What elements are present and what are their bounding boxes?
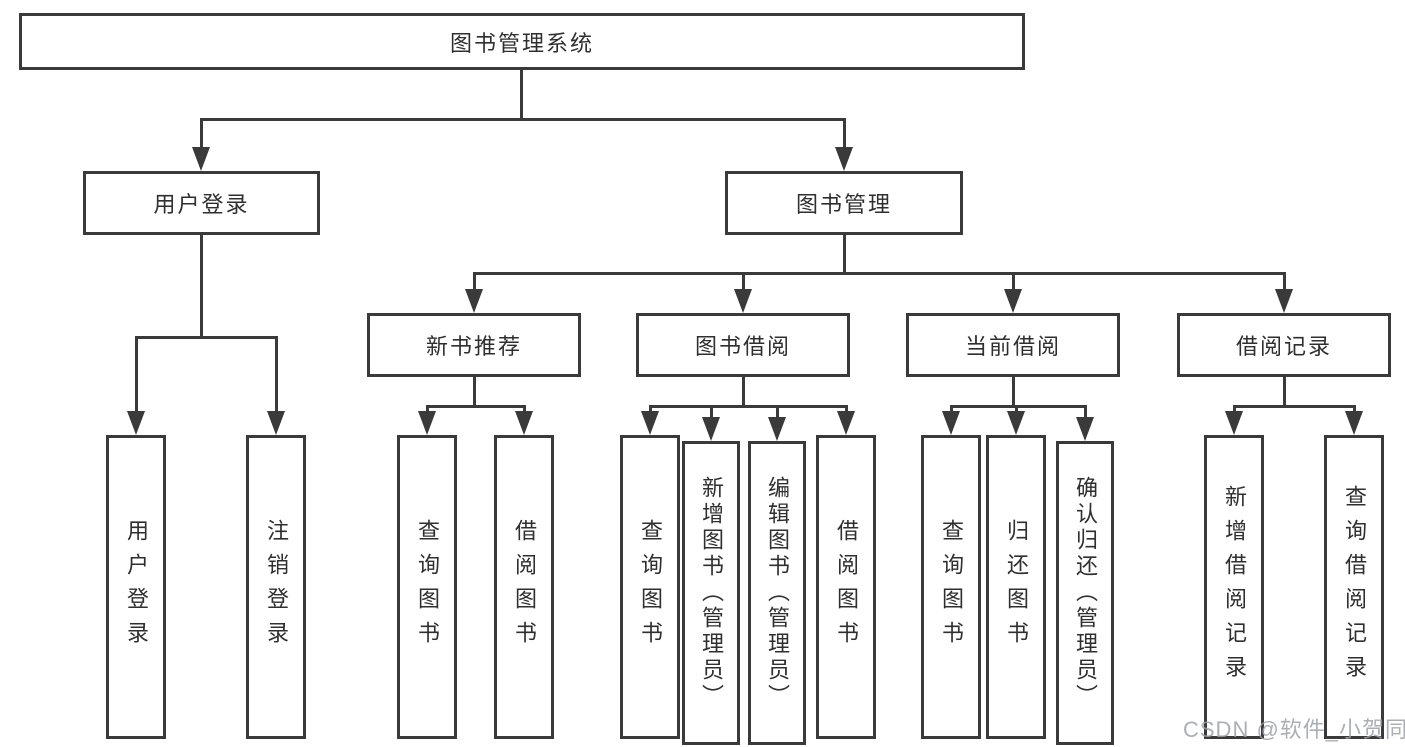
connector-level3-bar [473, 272, 1286, 275]
connector-new-books-bar [426, 405, 526, 408]
node-borrowing-records: 借阅记录 [1177, 313, 1391, 377]
arrowhead [465, 289, 483, 313]
connector-drop-leaf [523, 405, 526, 414]
connector-drop-current [1012, 272, 1015, 292]
node-library-management-system: 图书管理系统 [19, 13, 1025, 70]
arrowhead [515, 411, 533, 435]
connector-user-login-stem [200, 235, 203, 339]
arrowhead [1007, 411, 1025, 435]
connector-drop-leaf [426, 405, 429, 414]
connector-drop-leaf [710, 405, 713, 420]
node-user-login: 用户登录 [83, 171, 320, 235]
leaf-return-book: 归还图书 [986, 435, 1046, 739]
connector-drop-leaf [1084, 405, 1087, 420]
arrowhead [768, 417, 786, 441]
leaf-add-book-admin: 新增图书（管理员） [682, 441, 740, 745]
connector-records-bar [1233, 405, 1356, 408]
connector-book-mgmt-stem [843, 235, 846, 275]
connector-drop-leaf [1233, 405, 1236, 414]
connector-drop-book-mgmt [843, 118, 846, 151]
node-new-book-recommendation: 新书推荐 [367, 313, 581, 377]
connector-drop-leaf [1015, 405, 1018, 414]
arrowhead [641, 411, 659, 435]
connector-drop-user-login [200, 118, 203, 151]
arrowhead [1004, 289, 1022, 313]
connector-book-borrow-stem [742, 377, 745, 408]
arrowhead [1225, 411, 1243, 435]
connector-user-login-bar [135, 336, 278, 339]
connector-current-stem [1012, 377, 1015, 408]
csdn-watermark: CSDN @软件_小贺同学 [1183, 717, 1405, 742]
connector-drop-leaf [950, 405, 953, 414]
node-book-borrowing: 图书借阅 [636, 313, 850, 377]
node-book-management: 图书管理 [725, 171, 963, 235]
connector-drop-leaf-logout [275, 336, 278, 414]
arrowhead [835, 147, 853, 171]
leaf-add-borrow-record: 新增借阅记录 [1204, 435, 1264, 739]
arrowhead [418, 411, 436, 435]
connector-drop-leaf [845, 405, 848, 414]
leaf-borrow-books-recommend: 借阅图书 [494, 435, 554, 739]
connector-drop-records [1283, 272, 1286, 292]
connector-book-borrow-bar [649, 405, 848, 408]
node-current-borrowing: 当前借阅 [906, 313, 1120, 377]
arrowhead [192, 147, 210, 171]
arrowhead [942, 411, 960, 435]
connector-drop-new-books [473, 272, 476, 292]
arrowhead [267, 411, 285, 435]
leaf-borrow-books-borrowing: 借阅图书 [816, 435, 876, 739]
leaf-query-borrow-record: 查询借阅记录 [1324, 435, 1384, 739]
arrowhead [734, 289, 752, 313]
connector-new-books-stem [473, 377, 476, 408]
connector-level1-bar [200, 118, 846, 121]
connector-drop-leaf [649, 405, 652, 414]
leaf-query-books-current: 查询图书 [921, 435, 981, 739]
connector-root-stem [520, 70, 523, 121]
arrowhead [702, 417, 720, 441]
connector-drop-leaf [776, 405, 779, 420]
arrowhead [127, 411, 145, 435]
leaf-user-login: 用户登录 [106, 435, 166, 739]
leaf-confirm-return-admin: 确认归还（管理员） [1056, 441, 1114, 745]
connector-records-stem [1283, 377, 1286, 408]
leaf-query-books-recommend: 查询图书 [397, 435, 457, 739]
connector-drop-book-borrow [742, 272, 745, 292]
leaf-logout: 注销登录 [246, 435, 306, 739]
connector-current-bar [950, 405, 1087, 408]
connector-drop-leaf-login [135, 336, 138, 414]
leaf-edit-book-admin: 编辑图书（管理员） [748, 441, 806, 745]
connector-drop-leaf [1353, 405, 1356, 414]
arrowhead [1076, 417, 1094, 441]
arrowhead [1345, 411, 1363, 435]
leaf-query-books-borrowing: 查询图书 [620, 435, 680, 739]
arrowhead [1275, 289, 1293, 313]
arrowhead [837, 411, 855, 435]
